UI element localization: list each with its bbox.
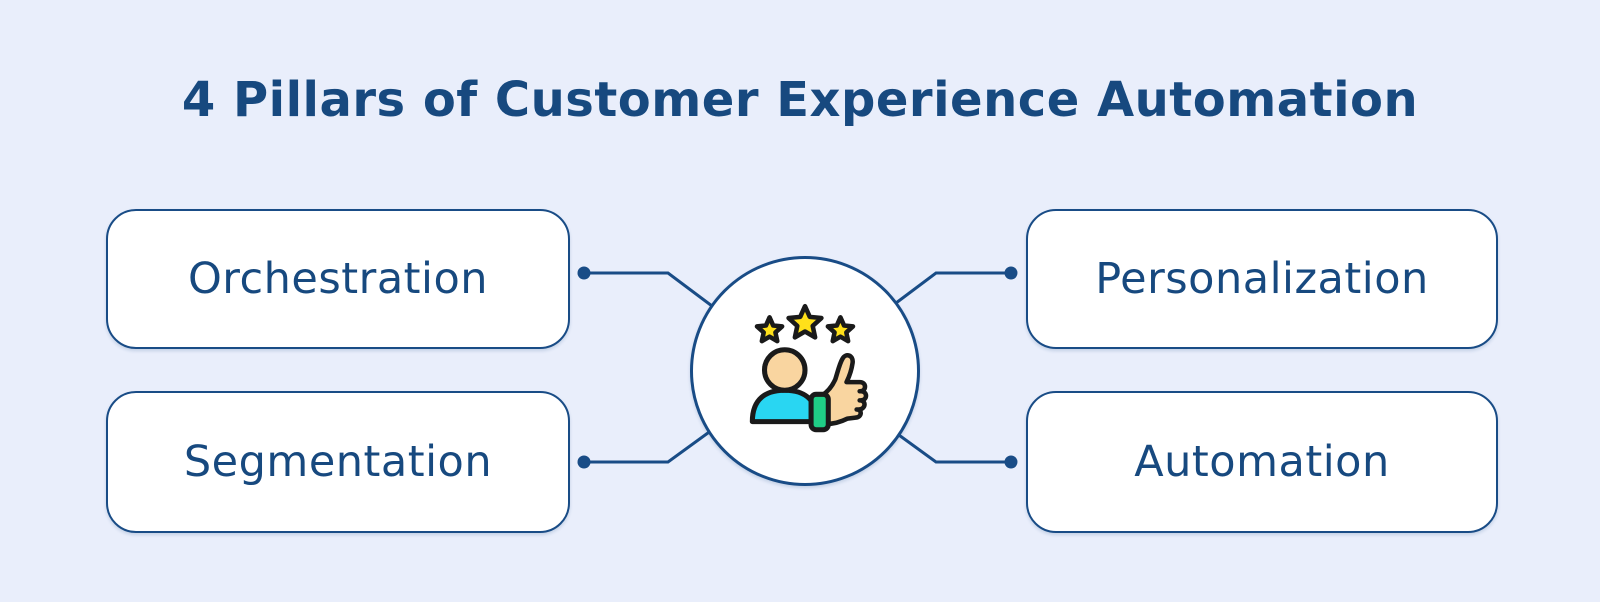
connector-bottom-right	[891, 428, 1011, 464]
person-body-icon	[749, 387, 820, 425]
connector-top-left	[584, 271, 713, 308]
pillar-box-automation: Automation	[1026, 391, 1498, 533]
connector-dot-bottom-right	[1004, 455, 1018, 469]
customer-thumbs-up-icon	[749, 303, 869, 433]
pillar-box-orchestration: Orchestration	[106, 209, 570, 349]
star-right	[825, 315, 856, 344]
thumbs-up-hand-icon	[819, 353, 869, 427]
pillar-box-personalization: Personalization	[1026, 209, 1498, 349]
connector-dot-top-left	[577, 266, 591, 280]
pillar-label-personalization: Personalization	[1095, 254, 1429, 304]
wrist-cuff-icon	[808, 391, 831, 433]
three-stars-icon	[754, 303, 856, 344]
connector-top-right	[891, 271, 1011, 308]
center-circle	[690, 256, 920, 486]
connector-bottom-left	[584, 428, 713, 464]
diagram-title: 4 Pillars of Customer Experience Automat…	[181, 72, 1419, 128]
star-left	[754, 315, 785, 344]
connector-dot-top-right	[1004, 266, 1018, 280]
pillar-label-segmentation: Segmentation	[183, 437, 493, 487]
connector-dot-bottom-left	[577, 455, 591, 469]
pillar-box-segmentation: Segmentation	[106, 391, 570, 533]
pillar-label-orchestration: Orchestration	[187, 254, 489, 304]
star-middle	[786, 303, 824, 340]
person-head-icon	[761, 347, 808, 393]
pillar-label-automation: Automation	[1134, 437, 1390, 487]
